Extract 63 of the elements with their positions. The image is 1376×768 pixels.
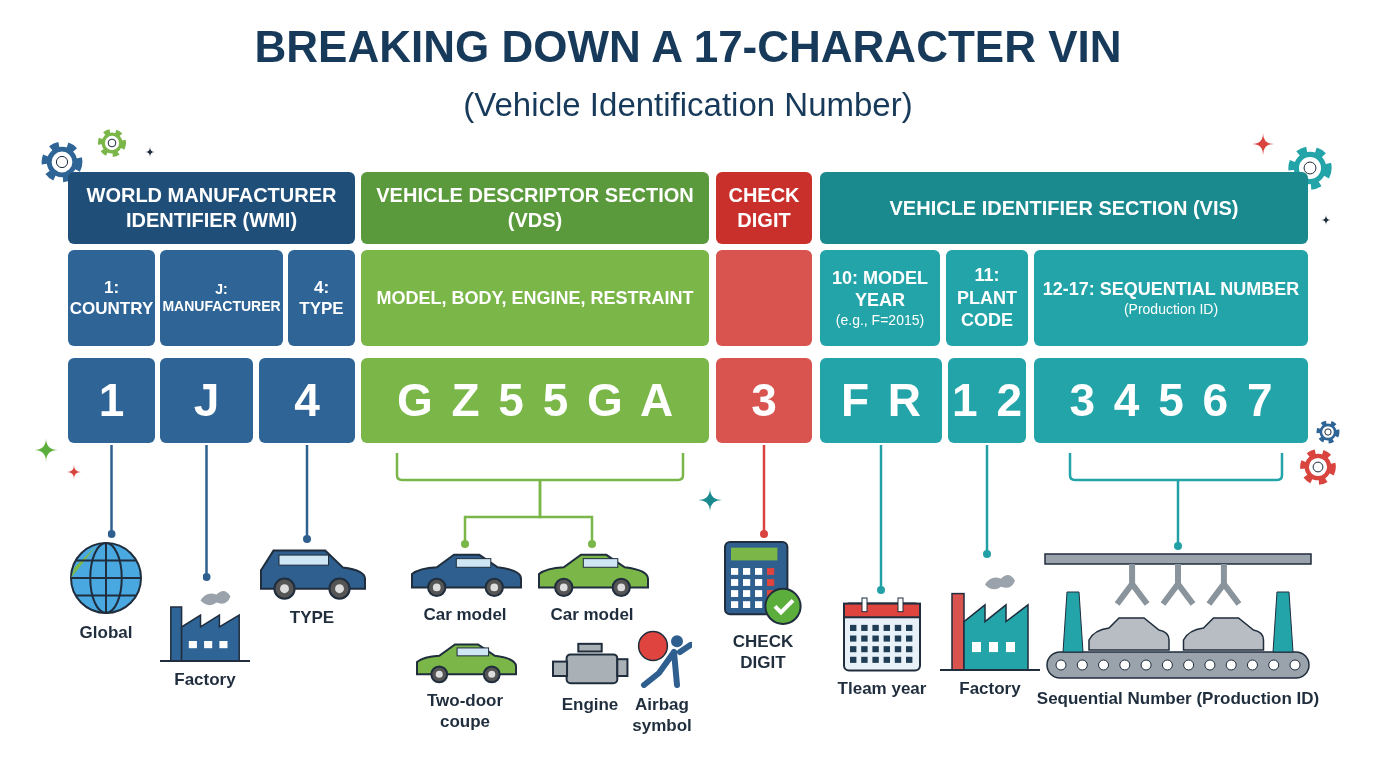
vin-characters: F R: [839, 372, 923, 428]
vin-characters: 1: [97, 372, 126, 428]
leader-line: [1174, 480, 1182, 550]
leader-line: [202, 445, 211, 581]
leader-line: [303, 445, 311, 543]
icon-caption: Car model: [550, 604, 634, 625]
color-block: [716, 250, 812, 346]
field-label: 10: MODEL YEAR: [831, 266, 929, 312]
icon-caption: Car model: [423, 604, 507, 625]
field-label: 12-17: SEQUENTIAL NUMBER: [1041, 278, 1301, 301]
section-title: VEHICLE IDENTIFIER SECTION (VIS): [888, 195, 1240, 221]
vin-character-box: [1034, 358, 1308, 443]
leader-line: [538, 480, 596, 548]
vin-characters: 3 4 5 6 7: [1068, 372, 1274, 428]
section-title: WORLD MANUFACTURER IDENTIFIER (WMI): [85, 183, 338, 233]
vin-character-box: [716, 358, 812, 443]
leader-line: [983, 445, 991, 558]
icon-caption: Sequential Number (Production ID): [1036, 688, 1320, 709]
subtitle: (Vehicle Identification Number): [462, 86, 914, 124]
section-title: VEHICLE DESCRIPTOR SECTION (VDS): [375, 183, 695, 233]
field-label: MODEL, BODY, ENGINE, RESTRAINT: [375, 286, 695, 310]
leader-line: [107, 445, 116, 538]
leader-line: [760, 445, 768, 538]
vin-character-box: [361, 358, 709, 443]
field-description-box: [160, 250, 283, 346]
field-description-box: [820, 250, 940, 346]
example-note: (Production ID): [1122, 300, 1220, 318]
vin-character-box: [68, 358, 155, 443]
icon-caption: Factory: [174, 669, 236, 690]
icon-caption: Factory: [959, 678, 1021, 699]
section-header: [820, 172, 1308, 244]
section-header: [716, 172, 812, 244]
vin-characters: 4: [293, 372, 321, 428]
vin-character-box: [259, 358, 355, 443]
section-header: [361, 172, 709, 244]
icon-caption: CHECK DIGIT: [731, 631, 795, 673]
icon-caption: Global: [79, 622, 133, 643]
field-description-box: [1034, 250, 1308, 346]
field-description-box: [361, 250, 709, 346]
field-description-box: [946, 250, 1028, 346]
vin-character-box: [160, 358, 253, 443]
field-label: 4: TYPE: [298, 276, 345, 320]
field-label: J: MANUFACTURER: [161, 280, 282, 316]
icon-caption: Airbag symbol: [631, 694, 693, 736]
icon-caption: TYPE: [289, 607, 335, 628]
icon-caption: Engine: [561, 694, 619, 715]
vin-character-box: [948, 358, 1026, 443]
icon-caption: Two-door coupe: [425, 690, 505, 732]
field-description-box: [68, 250, 155, 346]
section-title: CHECK DIGIT: [727, 183, 801, 233]
field-label: 11: PLANT CODE: [956, 264, 1018, 332]
field-description-box: [288, 250, 355, 346]
title: BREAKING DOWN A 17-CHARACTER VIN: [253, 22, 1123, 72]
vin-characters: J: [192, 372, 221, 428]
field-label: 1: COUNTRY: [68, 276, 155, 320]
vin-characters: 1 2: [951, 372, 1023, 428]
vin-characters: 3: [750, 372, 778, 428]
example-note: (e.g., F=2015): [834, 311, 926, 330]
vin-character-box: [820, 358, 942, 443]
vin-characters: G Z 5 5 G A: [395, 372, 675, 428]
leader-line: [877, 445, 885, 594]
section-header: [68, 172, 355, 244]
icon-caption: Tleam year: [837, 678, 927, 699]
